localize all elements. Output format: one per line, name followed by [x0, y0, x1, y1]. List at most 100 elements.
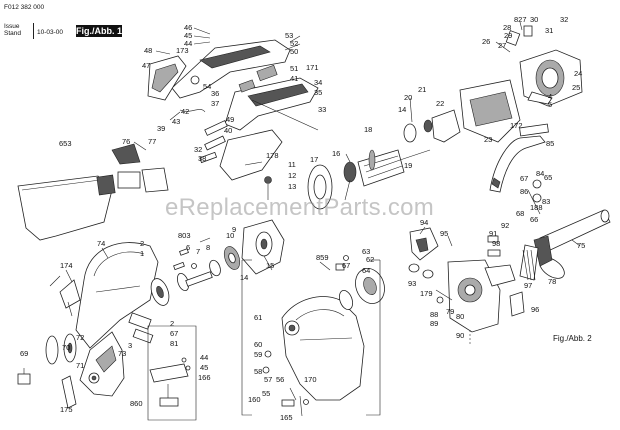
callout: 30: [530, 15, 538, 24]
callout: 28: [503, 23, 511, 32]
callout: 86: [520, 187, 528, 196]
callout: 2: [140, 239, 144, 248]
callout: 172: [510, 121, 523, 130]
callout: 95: [440, 229, 448, 238]
callout: 44: [200, 353, 208, 362]
callout: 84: [536, 169, 544, 178]
callout: 34: [314, 78, 322, 87]
callout: 72: [76, 333, 84, 342]
callout: 12: [288, 171, 296, 180]
callout: 89: [430, 319, 438, 328]
callout: 27: [498, 41, 506, 50]
callout: 65: [544, 173, 552, 182]
callout: 52: [290, 39, 298, 48]
callout: 55: [262, 389, 270, 398]
issue-date: 10-03-00: [37, 29, 64, 36]
callout: 25: [572, 83, 580, 92]
callout: 859: [316, 253, 329, 262]
callout: 63: [362, 247, 370, 256]
fig2-assembly: [408, 227, 525, 345]
callout: 22: [436, 99, 444, 108]
callout: 179: [420, 289, 433, 298]
callout: 1: [140, 249, 144, 258]
callout: 67: [342, 261, 350, 270]
header-divider: [33, 23, 34, 39]
callout: 59: [254, 350, 262, 359]
callout: 35: [314, 88, 322, 97]
callout: 92: [501, 221, 509, 230]
callout: 38: [198, 154, 206, 163]
group-outlines: [147, 259, 381, 421]
callout: 44: [184, 39, 192, 48]
callout: 43: [172, 117, 180, 126]
callout: 48: [144, 46, 152, 55]
callout: 174: [60, 261, 73, 270]
callout: 78: [548, 277, 556, 286]
callout: 46: [184, 23, 192, 32]
callout: 93: [408, 279, 416, 288]
leader-lines: [65, 21, 581, 283]
callout: 88: [430, 310, 438, 319]
doc-number: F012 382 000: [4, 4, 45, 11]
callout: 17: [310, 155, 318, 164]
callout: 827: [514, 15, 527, 24]
callout: 90: [456, 331, 464, 340]
callout: 7: [196, 247, 200, 256]
callout: 64: [362, 266, 370, 275]
callout: 69: [20, 349, 28, 358]
callout: 19: [404, 161, 412, 170]
callout: 39: [157, 124, 165, 133]
issue-label: Issue: [4, 23, 20, 30]
callout: 14: [240, 273, 248, 282]
callout: 50: [290, 47, 298, 56]
callout: 5: [548, 100, 552, 109]
callout: 9: [232, 225, 236, 234]
callout: 67: [520, 174, 528, 183]
callout: 62: [366, 255, 374, 264]
callout: 80: [456, 312, 464, 321]
callout-labels: 46 45 44 48 173 47 53 52 50 171 54 36 37…: [20, 15, 585, 422]
callout: 31: [545, 26, 553, 35]
callout: 3: [128, 341, 132, 350]
callout: 11: [288, 160, 296, 169]
callout: 14: [398, 105, 406, 114]
callout: 653: [59, 139, 72, 148]
callout: 23: [484, 135, 492, 144]
blade-guard-center: [262, 255, 385, 417]
callout: 70: [62, 343, 70, 352]
callout: 91: [489, 229, 497, 238]
callout: 4: [548, 92, 552, 101]
callout: 16: [332, 149, 340, 158]
motor-assembly: [307, 25, 583, 210]
callout: 79: [446, 307, 454, 316]
arm-lever: [489, 123, 611, 281]
callout: 18: [364, 125, 372, 134]
callout: 13: [288, 182, 296, 191]
dust-bag: [17, 143, 169, 241]
callout: 40: [224, 126, 232, 135]
callout: 33: [318, 105, 326, 114]
callout: 71: [76, 361, 84, 370]
callout: 24: [574, 69, 582, 78]
callout: 29: [504, 31, 512, 40]
callout: 81: [170, 339, 178, 348]
callout: 85: [546, 139, 554, 148]
callout: 26: [482, 37, 490, 46]
blade-guard-left: [17, 242, 159, 409]
callout: 188: [530, 203, 543, 212]
callout: 41: [290, 74, 298, 83]
callout: 173: [176, 46, 189, 55]
callout: 20: [404, 93, 412, 102]
callout: 178: [266, 151, 279, 160]
callout: 803: [178, 231, 191, 240]
callout: 94: [420, 218, 428, 227]
callout: 6: [186, 243, 190, 252]
callout: 57: [264, 375, 272, 384]
callout: 171: [306, 63, 319, 72]
callout: 45: [184, 31, 192, 40]
callout: 160: [248, 395, 261, 404]
callout: 8: [206, 243, 210, 252]
callout: 53: [285, 31, 293, 40]
callout: 97: [524, 281, 532, 290]
